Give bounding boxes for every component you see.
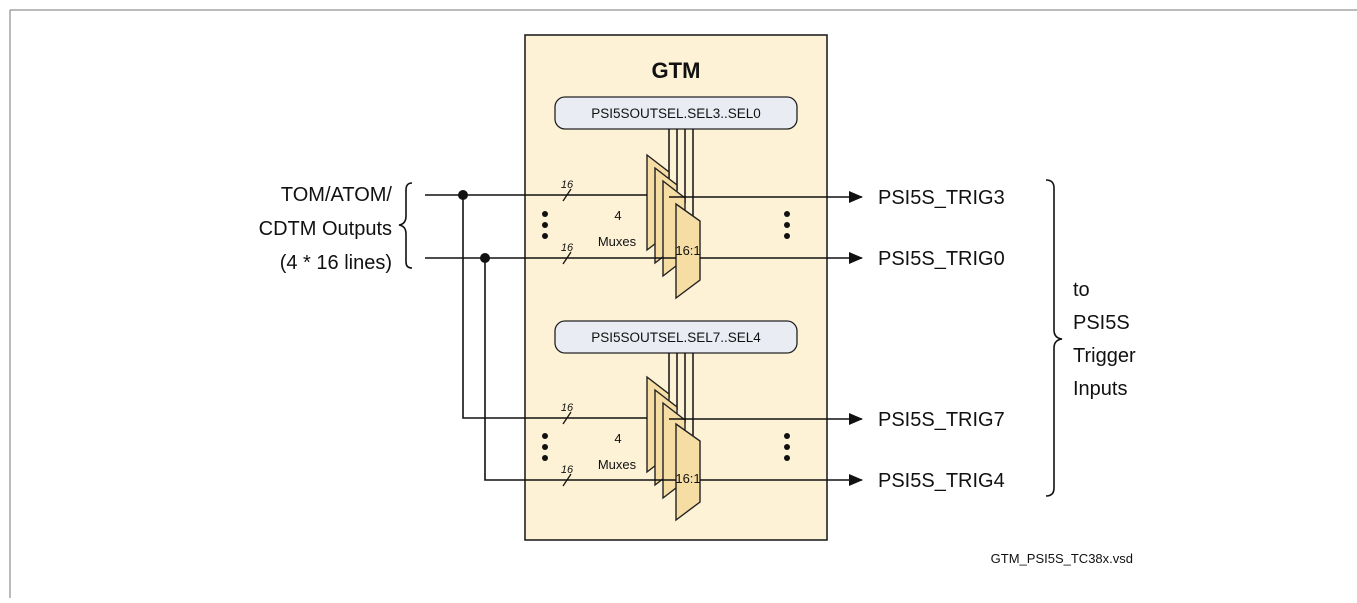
input-brace (398, 182, 413, 269)
bus-slashes (562, 188, 572, 487)
junction-dots (458, 190, 490, 263)
register-sel7-sel4 (554, 320, 798, 354)
mux-stack-group1 (646, 153, 701, 300)
destination-brace (1045, 179, 1063, 497)
select-lines-group2 (668, 353, 694, 436)
input-bus-wiring (425, 194, 676, 481)
ellipsis-dots-left-group1 (542, 211, 548, 239)
bus-width-g2-top: 16 (561, 402, 574, 414)
mux-word-group1: Muxes (598, 234, 637, 249)
mux-count-group1: 4 (614, 208, 621, 223)
gtm-title: GTM (652, 58, 701, 83)
mux-ratio-group2: 16:1 (675, 471, 700, 486)
bus-width-g1-bottom: 16 (561, 242, 574, 254)
ellipsis-dots-right-group1 (784, 211, 790, 239)
destination-line3: Trigger (1073, 345, 1136, 367)
input-label-line1: TOM/ATOM/ (281, 184, 393, 206)
output-trig0: PSI5S_TRIG0 (878, 248, 1005, 270)
mux-word-group2: Muxes (598, 457, 637, 472)
select-lines-group1 (668, 129, 694, 216)
destination-line2: PSI5S (1073, 312, 1130, 334)
input-label-line2: CDTM Outputs (259, 218, 392, 240)
register-sel7-sel4-label: PSI5SOUTSEL.SEL7..SEL4 (591, 330, 761, 345)
register-sel3-sel0-label: PSI5SOUTSEL.SEL3..SEL0 (591, 106, 761, 121)
mux-stack-group2 (646, 375, 701, 522)
ellipsis-dots-right-group2 (784, 433, 790, 461)
input-label-line3: (4 * 16 lines) (280, 252, 392, 274)
destination-line1: to (1073, 279, 1090, 301)
output-arrows (669, 191, 863, 486)
source-filename: GTM_PSI5S_TC38x.vsd (991, 551, 1133, 566)
register-sel3-sel0 (554, 96, 798, 130)
mux-ratio-group1: 16:1 (675, 243, 700, 258)
ellipsis-dots-left-group2 (542, 433, 548, 461)
mux-count-group2: 4 (614, 431, 621, 446)
output-trig7: PSI5S_TRIG7 (878, 409, 1005, 431)
destination-line4: Inputs (1073, 378, 1127, 400)
bus-width-g2-bottom: 16 (561, 464, 574, 476)
bus-width-g1-top: 16 (561, 179, 574, 191)
output-trig3: PSI5S_TRIG3 (878, 187, 1005, 209)
output-trig4: PSI5S_TRIG4 (878, 470, 1005, 492)
